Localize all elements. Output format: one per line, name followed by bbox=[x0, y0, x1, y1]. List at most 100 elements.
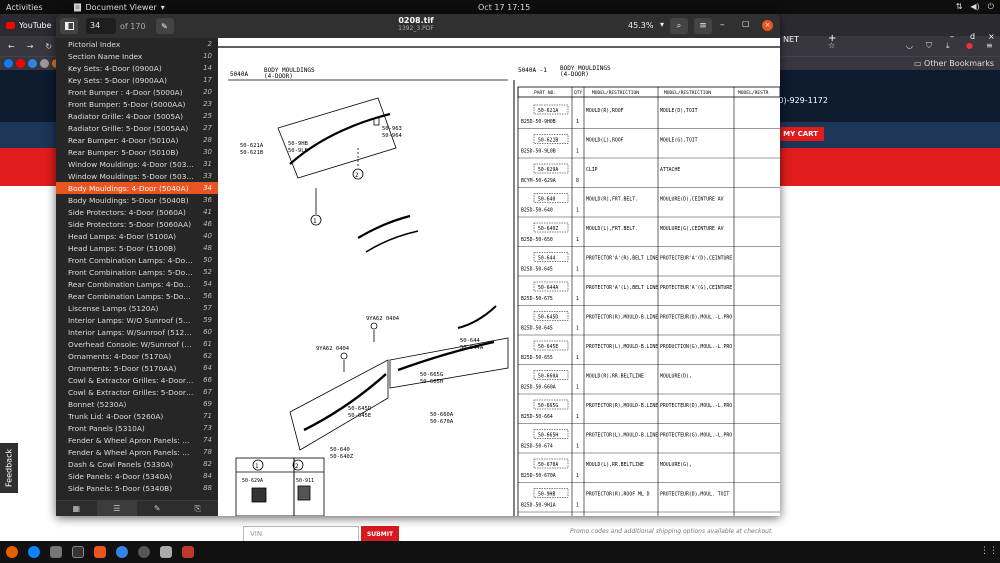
outline-item-label: Cowl & Extractor Grilles: 5-Door (... bbox=[68, 387, 194, 397]
outline-item[interactable]: Key Sets: 4-Door (0900A)14 bbox=[56, 62, 218, 74]
annotations-tab[interactable]: ✎ bbox=[137, 501, 178, 516]
outline-item[interactable]: Rear Bumper: 5-Door (5010B)30 bbox=[56, 146, 218, 158]
outline-item[interactable]: Fender & Wheel Apron Panels: 5-D...78 bbox=[56, 446, 218, 458]
pocket-icon[interactable]: ◡ bbox=[906, 41, 913, 50]
tab-youtube[interactable]: YouTube bbox=[0, 14, 58, 36]
reload-icon[interactable]: ↻ bbox=[45, 41, 53, 51]
feedback-tab[interactable]: Feedback bbox=[0, 443, 18, 493]
outline-item[interactable]: Cowl & Extractor Grilles: 5-Door (...67 bbox=[56, 386, 218, 398]
outline-item[interactable]: Dash & Cowl Panels (5330A)82 bbox=[56, 458, 218, 470]
outline-item[interactable]: Radiator Grille: 5-Door (5005AA)27 bbox=[56, 122, 218, 134]
sidebar-toggle-button[interactable] bbox=[60, 18, 78, 34]
bookmark-star-icon[interactable]: ☆ bbox=[828, 41, 836, 50]
hamburger-menu-icon[interactable]: ≡ bbox=[986, 41, 993, 50]
outline-item[interactable]: Fender & Wheel Apron Panels: 4-D...74 bbox=[56, 434, 218, 446]
thunderbird-icon[interactable] bbox=[28, 546, 40, 558]
outline-item[interactable]: Interior Lamps: W/Sunroof (5125B)60 bbox=[56, 326, 218, 338]
outline-item[interactable]: Key Sets: 5-Door (0900AA)17 bbox=[56, 74, 218, 86]
extension-icon[interactable]: ● bbox=[966, 41, 973, 50]
outline-item[interactable]: Overhead Console: W/Sunroof (51...61 bbox=[56, 338, 218, 350]
help-icon[interactable] bbox=[116, 546, 128, 558]
firefox-icon[interactable] bbox=[6, 546, 18, 558]
outline-item[interactable]: Ornaments: 5-Door (5170AA)64 bbox=[56, 362, 218, 374]
outline-item[interactable]: Front Bumper: 5-Door (5000AA)23 bbox=[56, 98, 218, 110]
quantity: 1 bbox=[576, 385, 579, 391]
close-button[interactable]: × bbox=[762, 20, 773, 31]
new-tab-icon[interactable]: + bbox=[828, 33, 837, 44]
outline-item-page: 62 bbox=[203, 352, 212, 360]
outline-item-page: 60 bbox=[203, 328, 212, 336]
outline-item[interactable]: Trunk Lid: 4-Door (5260A)71 bbox=[56, 410, 218, 422]
bookmark-mail-icon[interactable] bbox=[40, 59, 49, 68]
quantity: 1 bbox=[576, 208, 579, 214]
settings-icon[interactable] bbox=[138, 546, 150, 558]
outline-item[interactable]: Body Mouldings: 4-Door (5040A)34 bbox=[56, 182, 218, 194]
outline-item[interactable]: Side Panels: 4-Door (5340A)84 bbox=[56, 470, 218, 482]
download-icon[interactable]: ⤓ bbox=[946, 41, 950, 50]
outline-item[interactable]: Side Protectors: 5-Door (5060AA)46 bbox=[56, 218, 218, 230]
outline-item[interactable]: Front Panels (5310A)73 bbox=[56, 422, 218, 434]
text-editor-icon[interactable] bbox=[160, 546, 172, 558]
outline-item[interactable]: Liscense Lamps (5120A)57 bbox=[56, 302, 218, 314]
outline-item[interactable]: Front Bumper : 4-Door (5000A)20 bbox=[56, 86, 218, 98]
outline-item[interactable]: Radiator Grille: 4-Door (5005A)25 bbox=[56, 110, 218, 122]
restore-icon[interactable]: d bbox=[970, 32, 976, 41]
minimize-icon[interactable]: – bbox=[950, 32, 954, 41]
outline-item[interactable]: Side Panels: 5-Door (5340B)88 bbox=[56, 482, 218, 494]
outline-item[interactable]: Ornaments: 4-Door (5170A)62 bbox=[56, 350, 218, 362]
bookmark-site-icon[interactable] bbox=[28, 59, 37, 68]
page-number-input[interactable]: 34 bbox=[86, 18, 116, 34]
activities-button[interactable]: Activities bbox=[6, 2, 43, 12]
document-view[interactable]: 5040A BODY MOULDINGS (4-DOOR) 5040A -1 B… bbox=[218, 38, 780, 516]
outline-item[interactable]: Side Protectors: 4-Door (5060A)41 bbox=[56, 206, 218, 218]
outline-item[interactable]: Interior Lamps: W/O Sunroof (512...59 bbox=[56, 314, 218, 326]
search-button[interactable]: ⌕ bbox=[670, 18, 688, 34]
main-menu-button[interactable]: ≡ bbox=[694, 18, 712, 34]
attachments-tab[interactable]: ⎘ bbox=[178, 501, 219, 516]
outline-item[interactable]: Rear Combination Lamps: 5-Door ...56 bbox=[56, 290, 218, 302]
thumbnails-tab[interactable]: ▦ bbox=[56, 501, 97, 516]
outline-item[interactable]: Front Combination Lamps: 5-Door...52 bbox=[56, 266, 218, 278]
phone-number[interactable]: 0)-929-1172 bbox=[778, 96, 828, 105]
software-icon[interactable] bbox=[94, 546, 106, 558]
show-apps-icon[interactable]: ⋮⋮ bbox=[980, 546, 998, 556]
clock[interactable]: Oct 17 17:15 bbox=[478, 2, 531, 12]
outline-item[interactable]: Rear Combination Lamps: 4-Door...54 bbox=[56, 278, 218, 290]
maximize-button[interactable]: ▢ bbox=[742, 19, 750, 28]
forward-icon[interactable]: → bbox=[26, 41, 34, 51]
back-icon[interactable]: ← bbox=[8, 41, 15, 51]
outline-item[interactable]: Window Mouldings: 4-Door (5030A)31 bbox=[56, 158, 218, 170]
chevron-down-icon[interactable]: ▾ bbox=[660, 20, 665, 29]
outline-item[interactable]: Head Lamps: 5-Door (5100B)48 bbox=[56, 242, 218, 254]
app-menu[interactable]: Document Viewer ▾ bbox=[73, 3, 165, 12]
document-viewer-dock-icon[interactable] bbox=[182, 546, 194, 558]
bookmark-youtube-icon[interactable] bbox=[16, 59, 25, 68]
outline-item-label: Pictorial Index bbox=[68, 39, 121, 49]
other-bookmarks[interactable]: ▭ Other Bookmarks bbox=[914, 59, 994, 68]
close-icon[interactable]: × bbox=[988, 32, 995, 41]
bookmark-facebook-icon[interactable] bbox=[4, 59, 13, 68]
system-tray[interactable]: ⇅ ◀) ⏻ bbox=[956, 2, 994, 12]
minimize-button[interactable]: – bbox=[720, 20, 725, 30]
quantity: 1 bbox=[576, 149, 579, 155]
annotate-button[interactable]: ✎ bbox=[155, 18, 174, 34]
ref-number: 50-665G bbox=[538, 403, 558, 409]
ref-number: 50-640Z bbox=[538, 226, 558, 232]
shield-icon[interactable]: ⛉ bbox=[926, 41, 932, 50]
outline-item[interactable]: Head Lamps: 4-Door (5100A)40 bbox=[56, 230, 218, 242]
outline-item[interactable]: Bonnet (5230A)69 bbox=[56, 398, 218, 410]
outline-item[interactable]: Cowl & Extractor Grilles: 4-Door (...66 bbox=[56, 374, 218, 386]
submit-button[interactable]: SUBMIT bbox=[361, 526, 399, 544]
outline-item[interactable]: Front Combination Lamps: 4-Door...50 bbox=[56, 254, 218, 266]
pencil-icon: ✎ bbox=[161, 21, 168, 31]
zoom-level[interactable]: 45.3% bbox=[628, 21, 654, 30]
outline-item[interactable]: Rear Bumper: 4-Door (5010A)28 bbox=[56, 134, 218, 146]
files-icon[interactable] bbox=[50, 546, 62, 558]
outline-tab[interactable]: ☰ bbox=[96, 501, 137, 516]
outline-item[interactable]: Window Mouldings: 5-Door (5030B)33 bbox=[56, 170, 218, 182]
terminal-icon[interactable] bbox=[72, 546, 84, 558]
outline-item[interactable]: Body Mouldings: 5-Door (5040B)36 bbox=[56, 194, 218, 206]
